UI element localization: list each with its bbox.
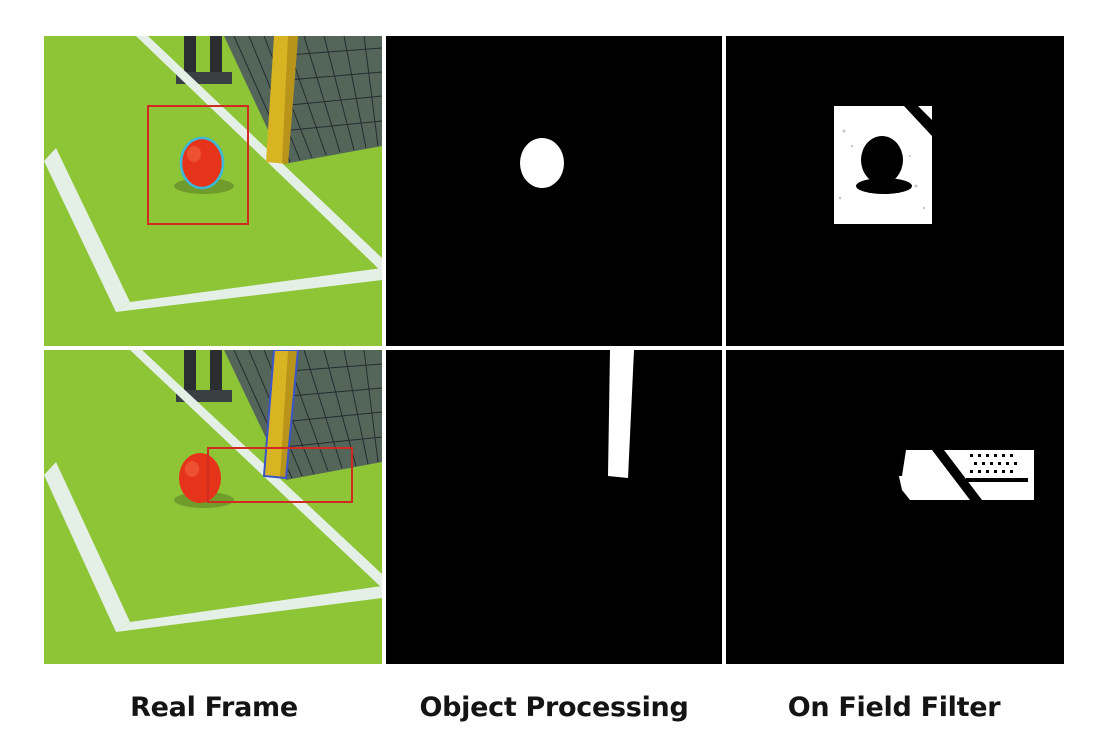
real-frame-ball-panel [44, 36, 382, 346]
field-line-gap [932, 450, 982, 500]
field-line-gap [904, 106, 932, 136]
on-field-filter-label: On Field Filter [787, 692, 1001, 723]
field-lines [44, 36, 382, 312]
field-lines [44, 350, 382, 632]
ball-contour [179, 136, 225, 190]
ball-mask-blob [520, 138, 564, 188]
net-pattern [966, 454, 1028, 482]
ball [179, 453, 221, 503]
goal-net [224, 36, 382, 164]
real-frame-ball-image [44, 36, 382, 346]
post-detection-box [207, 447, 353, 503]
post-contour [262, 350, 300, 480]
post-mask-blob [608, 350, 634, 478]
object-processing-ball-panel [386, 36, 722, 346]
ball-detection-box [147, 105, 249, 225]
real-frame-post-image [44, 350, 382, 664]
ball-filter-image [726, 36, 1064, 346]
post-mask-image [386, 350, 722, 664]
ball-hole [861, 136, 903, 184]
object-processing-post-panel [386, 350, 722, 664]
on-field-filter-ball-panel [726, 36, 1064, 346]
ball-mask-image [386, 36, 722, 346]
on-field-filter-post-panel [726, 350, 1064, 664]
post-filter-image [726, 350, 1064, 664]
real-frame-label: Real Frame [130, 692, 298, 723]
object-processing-label: Object Processing [419, 692, 689, 723]
real-frame-post-panel [44, 350, 382, 664]
